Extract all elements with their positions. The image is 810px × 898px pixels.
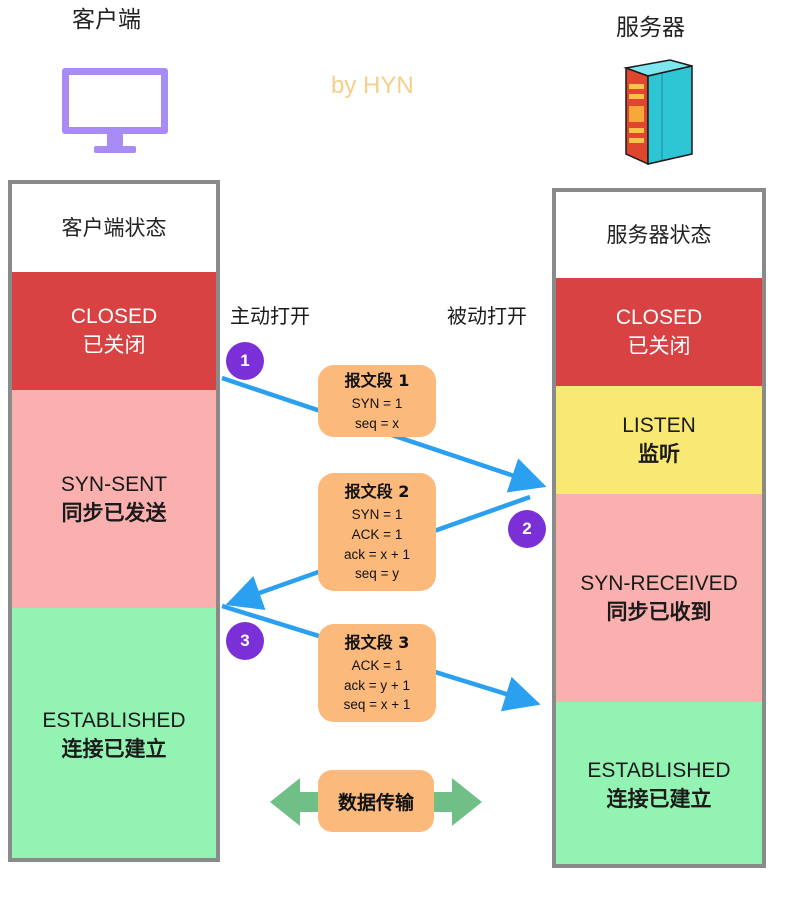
packet-2-line: seq = y xyxy=(355,566,399,582)
server-state-header: 服务器状态 xyxy=(606,222,712,247)
server-state-syn-received-zh: 同步已收到 xyxy=(606,600,712,624)
client-state-closed: CLOSED 已关闭 xyxy=(12,272,216,390)
packet-2-line: SYN = 1 xyxy=(351,507,403,523)
packet-3-line: ACK = 1 xyxy=(351,658,403,674)
step-badge-3: 3 xyxy=(226,622,264,660)
packet-2-line: ack = x + 1 xyxy=(343,546,411,562)
server-state-listen: LISTEN 监听 xyxy=(556,386,762,494)
client-state-syn-sent: SYN-SENT 同步已发送 xyxy=(12,390,216,608)
active-open-label: 主动打开 xyxy=(230,304,310,328)
packet-1-title: 报文段 1 xyxy=(344,370,410,390)
packet-3-title: 报文段 3 xyxy=(344,633,410,653)
client-state-header: 客户端状态 xyxy=(61,215,167,240)
packet-3-line: seq = x + 1 xyxy=(343,697,411,713)
monitor-icon xyxy=(62,68,168,153)
client-state-closed-zh: 已关闭 xyxy=(82,333,146,357)
step-badge-2: 2 xyxy=(508,510,546,548)
packet-1-line: seq = x xyxy=(355,415,399,431)
client-state-established-zh: 连接已建立 xyxy=(61,737,167,761)
packet-1-line: SYN = 1 xyxy=(351,396,403,412)
server-state-syn-received: SYN-RECEIVED 同步已收到 xyxy=(556,494,762,702)
client-state-closed-en: CLOSED xyxy=(70,304,158,328)
watermark: by HYN xyxy=(331,72,414,99)
packet-segment-2: 报文段 2 SYN = 1 ACK = 1 ack = x + 1 seq = … xyxy=(318,473,436,591)
packet-2-title: 报文段 2 xyxy=(344,482,410,502)
packet-3-line: ack = y + 1 xyxy=(343,677,411,693)
passive-open-label: 被动打开 xyxy=(447,304,527,328)
data-transfer-label: 数据传输 xyxy=(318,770,434,832)
server-state-closed-en: CLOSED xyxy=(615,305,703,329)
step-badge-1: 1 xyxy=(226,342,264,380)
server-state-listen-en: LISTEN xyxy=(622,413,696,437)
client-state-column: 客户端状态 CLOSED 已关闭 SYN-SENT 同步已发送 ESTABLIS… xyxy=(8,180,220,862)
server-rack-icon xyxy=(623,59,693,166)
server-state-syn-received-en: SYN-RECEIVED xyxy=(580,571,738,595)
client-state-established-en: ESTABLISHED xyxy=(42,708,186,732)
server-state-established-en: ESTABLISHED xyxy=(587,758,731,782)
packet-2-line: ACK = 1 xyxy=(351,527,403,543)
server-state-closed-zh: 已关闭 xyxy=(627,334,691,358)
server-state-column: 服务器状态 CLOSED 已关闭 LISTEN 监听 SYN-RECEIVED … xyxy=(552,188,766,868)
client-state-syn-sent-en: SYN-SENT xyxy=(60,472,168,496)
server-state-established: ESTABLISHED 连接已建立 xyxy=(556,702,762,864)
server-state-closed: CLOSED 已关闭 xyxy=(556,278,762,386)
packet-segment-1: 报文段 1 SYN = 1 seq = x xyxy=(318,365,436,437)
server-state-listen-zh: 监听 xyxy=(638,442,680,466)
packet-segment-3: 报文段 3 ACK = 1 ack = y + 1 seq = x + 1 xyxy=(318,624,436,722)
client-state-established: ESTABLISHED 连接已建立 xyxy=(12,608,216,858)
server-title: 服务器 xyxy=(616,15,685,41)
client-state-syn-sent-zh: 同步已发送 xyxy=(61,501,167,525)
server-state-established-zh: 连接已建立 xyxy=(606,787,712,811)
client-title: 客户端 xyxy=(72,7,141,33)
